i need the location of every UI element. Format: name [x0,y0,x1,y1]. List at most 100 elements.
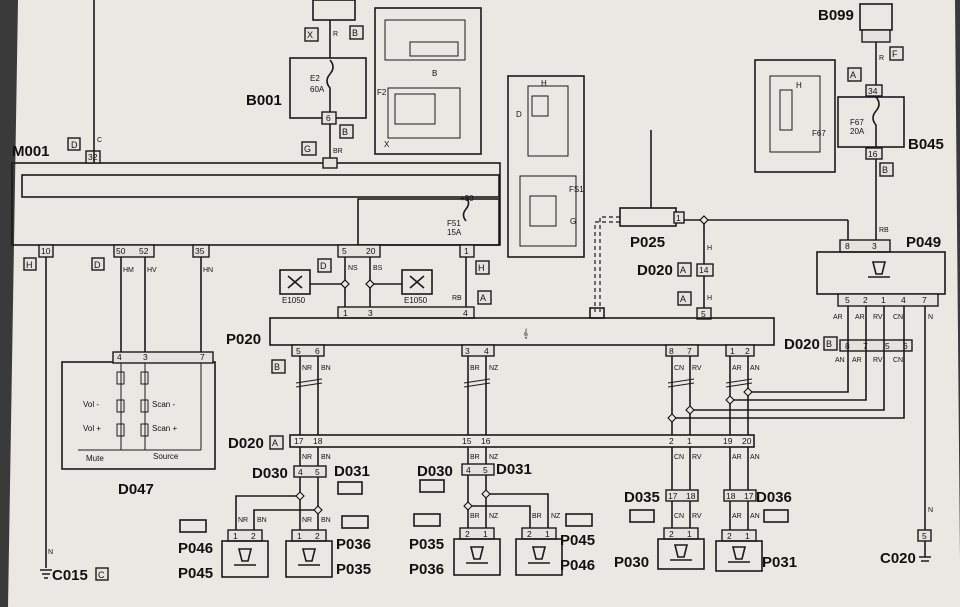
svg-text:1: 1 [297,531,302,541]
p035-left-label: P035 [336,561,371,578]
svg-text:NZ: NZ [489,454,499,461]
p045-left-label: P045 [178,565,213,582]
svg-text:HM: HM [123,267,134,274]
svg-text:B: B [342,127,348,137]
speaker-branches: NR BN BR NZ CN RV AR AN D030 D031 4 5 NR… [235,447,792,530]
svg-text:CN: CN [674,454,684,461]
svg-text:X: X [384,140,390,149]
svg-text:5: 5 [483,465,488,475]
svg-text:AR: AR [732,454,742,461]
svg-text:CN: CN [674,513,684,520]
svg-text:16: 16 [481,436,491,446]
p049-amplifier: P049 8 3 5 2 1 4 7 AR AR RV CN N [816,234,946,540]
e1050-right-tweeter: E1050 [401,269,433,305]
svg-text:6: 6 [326,113,331,123]
svg-text:F67: F67 [850,118,864,127]
svg-text:D: D [94,260,101,270]
svg-text:A: A [680,265,686,275]
svg-text:N: N [928,507,933,514]
svg-text:3: 3 [143,352,148,362]
m001-outline [11,162,501,246]
svg-text:N: N [928,314,933,321]
svg-text:1: 1 [687,436,692,446]
svg-text:F2: F2 [377,88,387,97]
svg-text:AR: AR [732,365,742,372]
svg-text:4: 4 [298,467,303,477]
svg-text:B: B [274,362,280,372]
d047-steering-controls: 4 3 7 Vol - Vol + Scan - Scan + Mute Sou… [61,351,216,498]
svg-text:D: D [71,140,78,150]
svg-text:20A: 20A [850,127,865,136]
svg-text:BR: BR [470,454,480,461]
speaker-p030: 2 1 P030 [614,527,705,571]
p036-mid-label: P036 [409,561,444,578]
svg-text:50: 50 [116,246,126,256]
svg-text:Scan -: Scan - [152,400,175,409]
p025-label: P025 [630,234,665,251]
svg-text:5: 5 [296,346,301,356]
svg-text:19: 19 [723,436,733,446]
svg-text:AR: AR [732,513,742,520]
svg-text:6: 6 [315,346,320,356]
p025-antenna: 1 P025 H D020 A 14 A H 5 [589,130,849,320]
svg-text:E1050: E1050 [404,296,428,305]
m001-fuse-area [357,198,500,246]
svg-text:E2: E2 [310,74,320,83]
svg-text:RV: RV [692,454,702,461]
svg-text:8: 8 [845,241,850,251]
svg-text:1: 1 [545,529,550,539]
svg-text:B: B [826,339,832,349]
svg-text:18: 18 [726,491,736,501]
svg-text:AR: AR [855,314,865,321]
svg-text:1: 1 [687,529,692,539]
svg-text:BN: BN [257,517,267,524]
svg-text:4: 4 [463,308,468,318]
svg-text:B: B [432,69,437,78]
f51-rating: 15A [447,228,462,237]
e1050-left-tweeter: E1050 [279,269,311,305]
d020-lower-connector: D020 A 17 18 15 16 2 1 19 20 [228,434,755,452]
svg-text:3: 3 [872,241,877,251]
svg-text:2: 2 [863,295,868,305]
p020-label: P020 [226,331,261,348]
svg-text:1: 1 [676,213,681,223]
svg-text:BN: BN [321,365,331,372]
svg-text:1: 1 [881,295,886,305]
svg-text:35: 35 [195,246,205,256]
svg-text:BN: BN [321,454,331,461]
svg-text:8: 8 [669,346,674,356]
svg-text:5: 5 [885,341,890,351]
svg-text:E1050: E1050 [282,296,306,305]
b001-location-inset: F2 B X [374,7,482,155]
svg-text:A: A [480,293,486,303]
svg-text:17: 17 [668,491,678,501]
svg-text:2: 2 [251,531,256,541]
f51-fuse-symbol [462,196,470,222]
svg-text:F67: F67 [812,129,826,138]
svg-text:R: R [333,31,338,38]
svg-text:HN: HN [203,267,213,274]
svg-text:1: 1 [483,529,488,539]
svg-text:B: B [882,165,888,175]
svg-text:H: H [541,79,547,88]
b099-b045-supply: B099 R F A 34 F67 20A B045 16 B RB [818,3,944,240]
p035-mid-label: P035 [409,536,444,553]
svg-text:NR: NR [302,517,312,524]
svg-text:H: H [796,81,802,90]
svg-text:4: 4 [484,346,489,356]
svg-text:C: C [97,137,102,144]
svg-text:BS: BS [373,265,383,272]
svg-text:RV: RV [692,365,702,372]
svg-text:AN: AN [750,365,760,372]
svg-text:A: A [680,294,686,304]
svg-text:20: 20 [366,246,376,256]
svg-text:4: 4 [901,295,906,305]
b099-label: B099 [818,7,854,24]
svg-text:BR: BR [532,513,542,520]
m001-label: M001 [12,143,50,160]
svg-text:15: 15 [462,436,472,446]
svg-text:2: 2 [315,531,320,541]
svg-text:Vol -: Vol - [83,400,99,409]
